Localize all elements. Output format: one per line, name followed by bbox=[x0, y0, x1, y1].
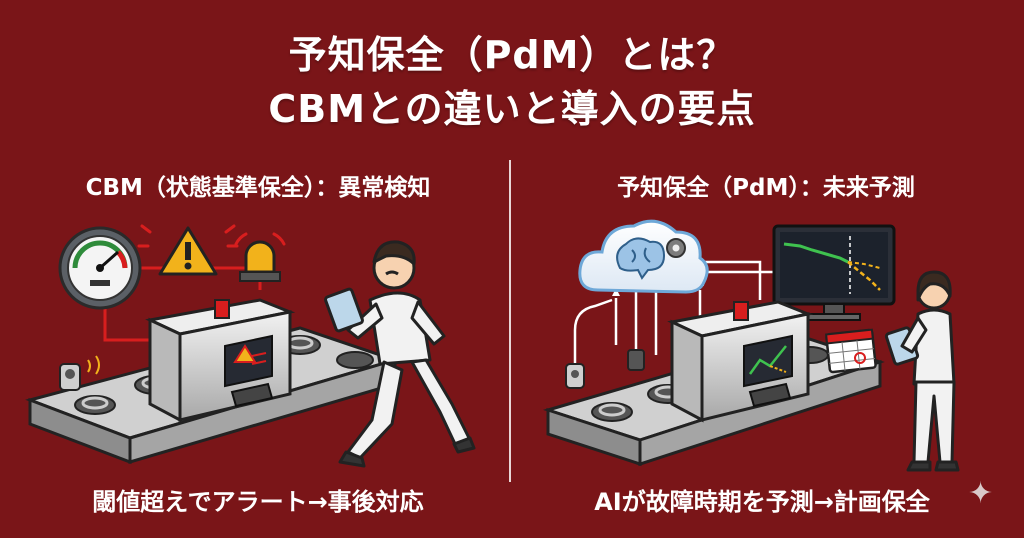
pdm-heading: 予知保全（PdM）：未来予測 bbox=[617, 175, 915, 201]
monitor-chart-icon bbox=[772, 224, 896, 321]
cbm-caption: 閾値超えでアラート→事後対応 bbox=[92, 488, 424, 516]
data-flow-lines bbox=[573, 258, 776, 370]
cloud-ai-brain-icon bbox=[578, 219, 709, 294]
page-title-line1: 予知保全（PdM）とは？ bbox=[288, 33, 736, 77]
pdm-scene bbox=[542, 219, 960, 472]
worker-with-tablet bbox=[324, 240, 476, 468]
machine-unit bbox=[145, 298, 296, 423]
calendar-icon bbox=[825, 328, 877, 374]
machine-unit-right bbox=[667, 300, 814, 423]
alarm-lamp-icon bbox=[234, 232, 286, 282]
pdm-caption: AIが故障時期を予測→計画保全 bbox=[594, 488, 930, 516]
page-title-line2: CBMとの違いと導入の要点 bbox=[268, 87, 756, 131]
vibration-sensor-icon bbox=[59, 355, 100, 391]
cbm-scene bbox=[25, 224, 476, 468]
panel-divider bbox=[509, 160, 511, 482]
sparkle-icon: ✦ bbox=[968, 476, 994, 511]
sensor-icons bbox=[565, 349, 645, 389]
cbm-heading: CBM（状態基準保全）：異常検知 bbox=[85, 175, 431, 201]
worker-standing-tablet bbox=[884, 270, 960, 472]
pressure-gauge-icon bbox=[58, 226, 142, 310]
warning-triangle-icon bbox=[137, 224, 239, 276]
